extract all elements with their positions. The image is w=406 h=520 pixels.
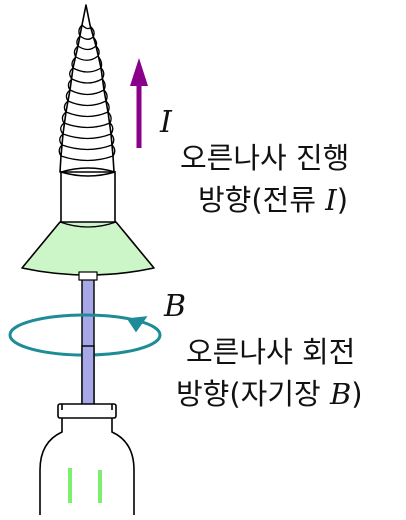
- wire-front: [81, 345, 95, 411]
- advance-direction-line1: 오른나사 진행: [180, 141, 349, 175]
- screw-shank: [60, 167, 116, 227]
- screw-icon: [58, 4, 116, 173]
- wire-entry: [78, 271, 98, 281]
- current-symbol-label: I: [159, 105, 173, 140]
- up-arrow-icon: [130, 58, 148, 148]
- field-symbol-label: B: [163, 289, 186, 324]
- funnel-icon: [21, 221, 155, 276]
- bottle-icon: [39, 403, 135, 515]
- rotation-direction-line1: 오른나사 회전: [186, 335, 355, 369]
- advance-direction-line2: 방향(전류 I): [198, 183, 348, 217]
- rotation-direction-line2: 방향(자기장 B): [176, 377, 363, 411]
